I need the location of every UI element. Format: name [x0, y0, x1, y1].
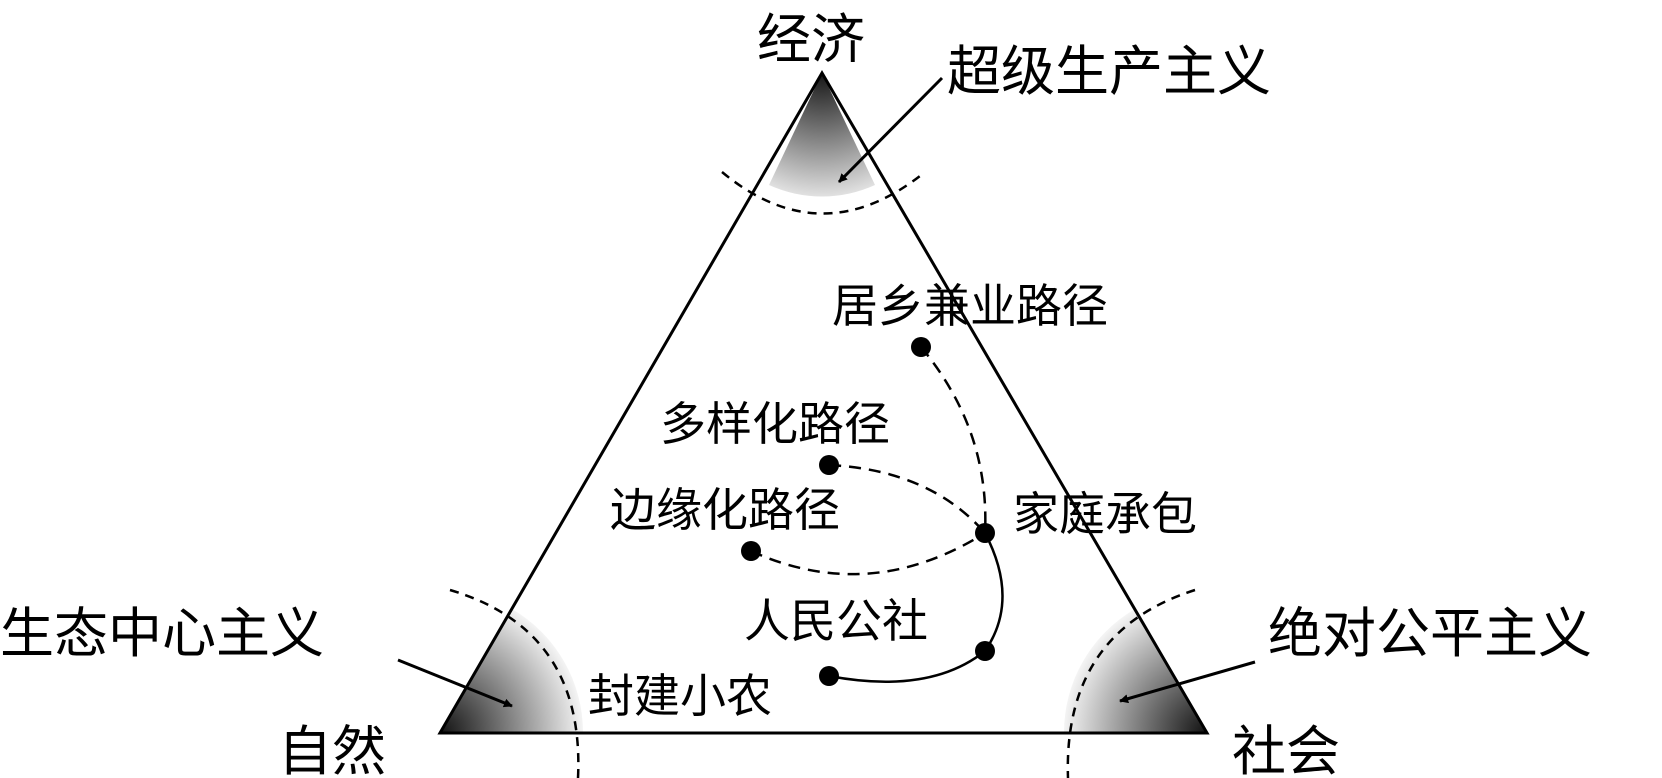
super-productivism-arrow: [837, 76, 944, 184]
peoples-commune-point: [975, 641, 995, 661]
society-boundary-arc: [1066, 588, 1196, 778]
residence-part-time-point: [911, 337, 931, 357]
diversification-point: [819, 455, 839, 475]
feudal-smallholder-label: 封建小农: [588, 669, 772, 723]
diversification-path-curve: [828, 463, 986, 534]
economy-shaded-sector: [769, 73, 875, 197]
residence-part-time-path-label: 居乡兼业路径: [832, 279, 1108, 333]
nature-boundary-arc: [449, 588, 580, 778]
marginalization-path-curve: [750, 531, 986, 576]
absolute-egalitarianism-label: 绝对公平主义: [1268, 602, 1592, 665]
diversification-path-label: 多样化路径: [660, 397, 890, 451]
smallholder-to-commune-curve: [828, 650, 986, 683]
commune-to-contract-curve: [983, 532, 1004, 652]
vertex-society-label: 社会: [1232, 720, 1340, 778]
marginalization-path-label: 边缘化路径: [610, 483, 840, 537]
ecocentrism-arrow: [397, 658, 513, 708]
society-shaded-sector: [1063, 609, 1207, 733]
ecocentrism-label: 生态中心主义: [0, 602, 324, 665]
household-contract-label: 家庭承包: [1013, 487, 1197, 541]
main-triangle: [437, 70, 1210, 735]
economy-boundary-arc: [721, 171, 926, 215]
residence-path-curve: [920, 346, 987, 534]
vertex-economy-label: 经济: [757, 8, 865, 71]
nature-shaded-sector: [440, 609, 584, 733]
vertex-nature-label: 自然: [278, 720, 386, 778]
feudal-smallholder-point: [819, 666, 839, 686]
super-productivism-label: 超级生产主义: [947, 40, 1271, 103]
household-contract-point: [975, 523, 995, 543]
marginalization-point: [741, 541, 761, 561]
peoples-commune-label: 人民公社: [744, 594, 928, 648]
absolute-egalitarianism-arrow: [1119, 660, 1256, 704]
